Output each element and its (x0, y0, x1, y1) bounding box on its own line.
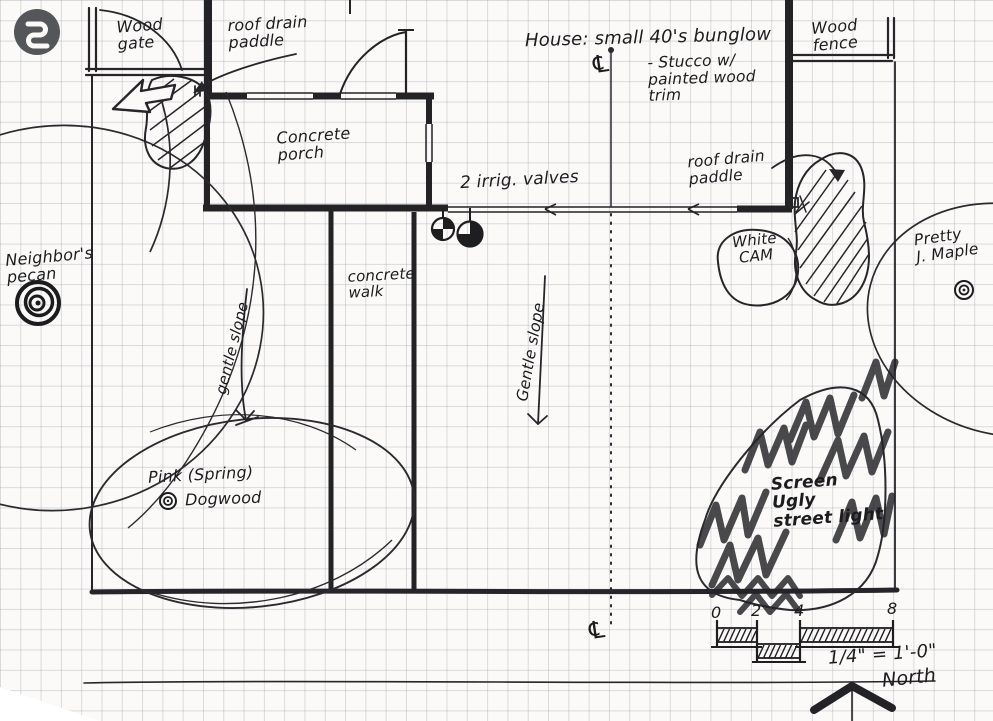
door-swing-arc (339, 31, 407, 95)
pecan-canopy (0, 124, 265, 512)
scale-bar (711, 620, 900, 663)
right-drain-arrowhead (829, 169, 845, 182)
dogwood-canopy-double-top (149, 414, 357, 451)
scale-seg-4-8 (799, 627, 894, 643)
irrigation-valve-icon-1 (430, 216, 456, 242)
scale-hatch-c (800, 628, 892, 643)
north-arrow-icon (810, 682, 896, 721)
porch-north-windows (247, 92, 396, 100)
right-fence-post (886, 16, 896, 60)
south-wall-arrows (544, 203, 700, 216)
scale-baselines (711, 646, 900, 663)
porch-east-window (425, 124, 433, 162)
scale-seg-0-2 (716, 627, 758, 643)
right-drain-box (788, 197, 799, 208)
white-camellia (716, 228, 800, 307)
scale-ticks (715, 620, 895, 662)
maple-trunk-spiral-icon (954, 280, 974, 300)
gate-shrub-hatch (147, 78, 211, 169)
pecan-canopy-inner-sweep (127, 91, 257, 529)
left-slope-arrowhead (235, 409, 259, 426)
maple-canopy (866, 202, 993, 438)
scale-hatch-b (757, 644, 798, 659)
drainage-arrow (111, 78, 177, 253)
scale-hatch-a (717, 628, 757, 643)
irrigation-valves (430, 208, 484, 248)
left-fence-post (87, 6, 98, 73)
left-drain-leader (197, 53, 297, 89)
drainage-arrow-tail (149, 101, 172, 253)
left-slope-arrow-line (240, 288, 248, 421)
north-arrow-chevron (810, 682, 896, 714)
dogwood-canopy-double-bottom (149, 539, 393, 605)
property-lines (83, 6, 936, 684)
left-drain-ticks (194, 85, 201, 97)
dogwood-canopy (88, 417, 416, 609)
pecan-trunk-spiral-icon (15, 280, 61, 326)
drainage-arrow-outline (111, 78, 177, 114)
street-curb-line (83, 680, 936, 684)
concrete-walk-lines (328, 209, 417, 591)
left-fence-rail (84, 67, 208, 77)
centerline-axis (608, 47, 614, 629)
right-shrub (793, 152, 870, 306)
house-walls (203, 0, 793, 216)
center-slope-arrowhead (527, 413, 548, 425)
screen-blob (695, 358, 899, 615)
centerline-dot (608, 47, 614, 53)
logo-icon (14, 9, 60, 55)
center-slope-arrow-line (537, 275, 546, 425)
tree-canopies (0, 91, 993, 609)
screen-scribbles (696, 358, 899, 615)
roof-drain-marks (193, 53, 845, 215)
camellia-inner-arc (785, 237, 798, 301)
valve-stems (442, 208, 471, 221)
irrigation-valve-icon-2 (456, 220, 484, 248)
slope-arrows (235, 275, 548, 426)
right-shrub-hatch (794, 169, 870, 306)
scale-seg-2-4 (756, 643, 801, 659)
gate-swing-arc (99, 9, 183, 71)
screen-blob-outline (695, 386, 887, 612)
camellia-outline (716, 228, 800, 307)
dogwood-trunk-spiral-icon (159, 492, 177, 510)
tree-trunks (15, 280, 974, 510)
right-drain-ticks (794, 195, 810, 215)
right-shrub-outline (793, 152, 870, 306)
house-south-wall-line (448, 206, 737, 213)
right-fence-rail (790, 53, 894, 63)
